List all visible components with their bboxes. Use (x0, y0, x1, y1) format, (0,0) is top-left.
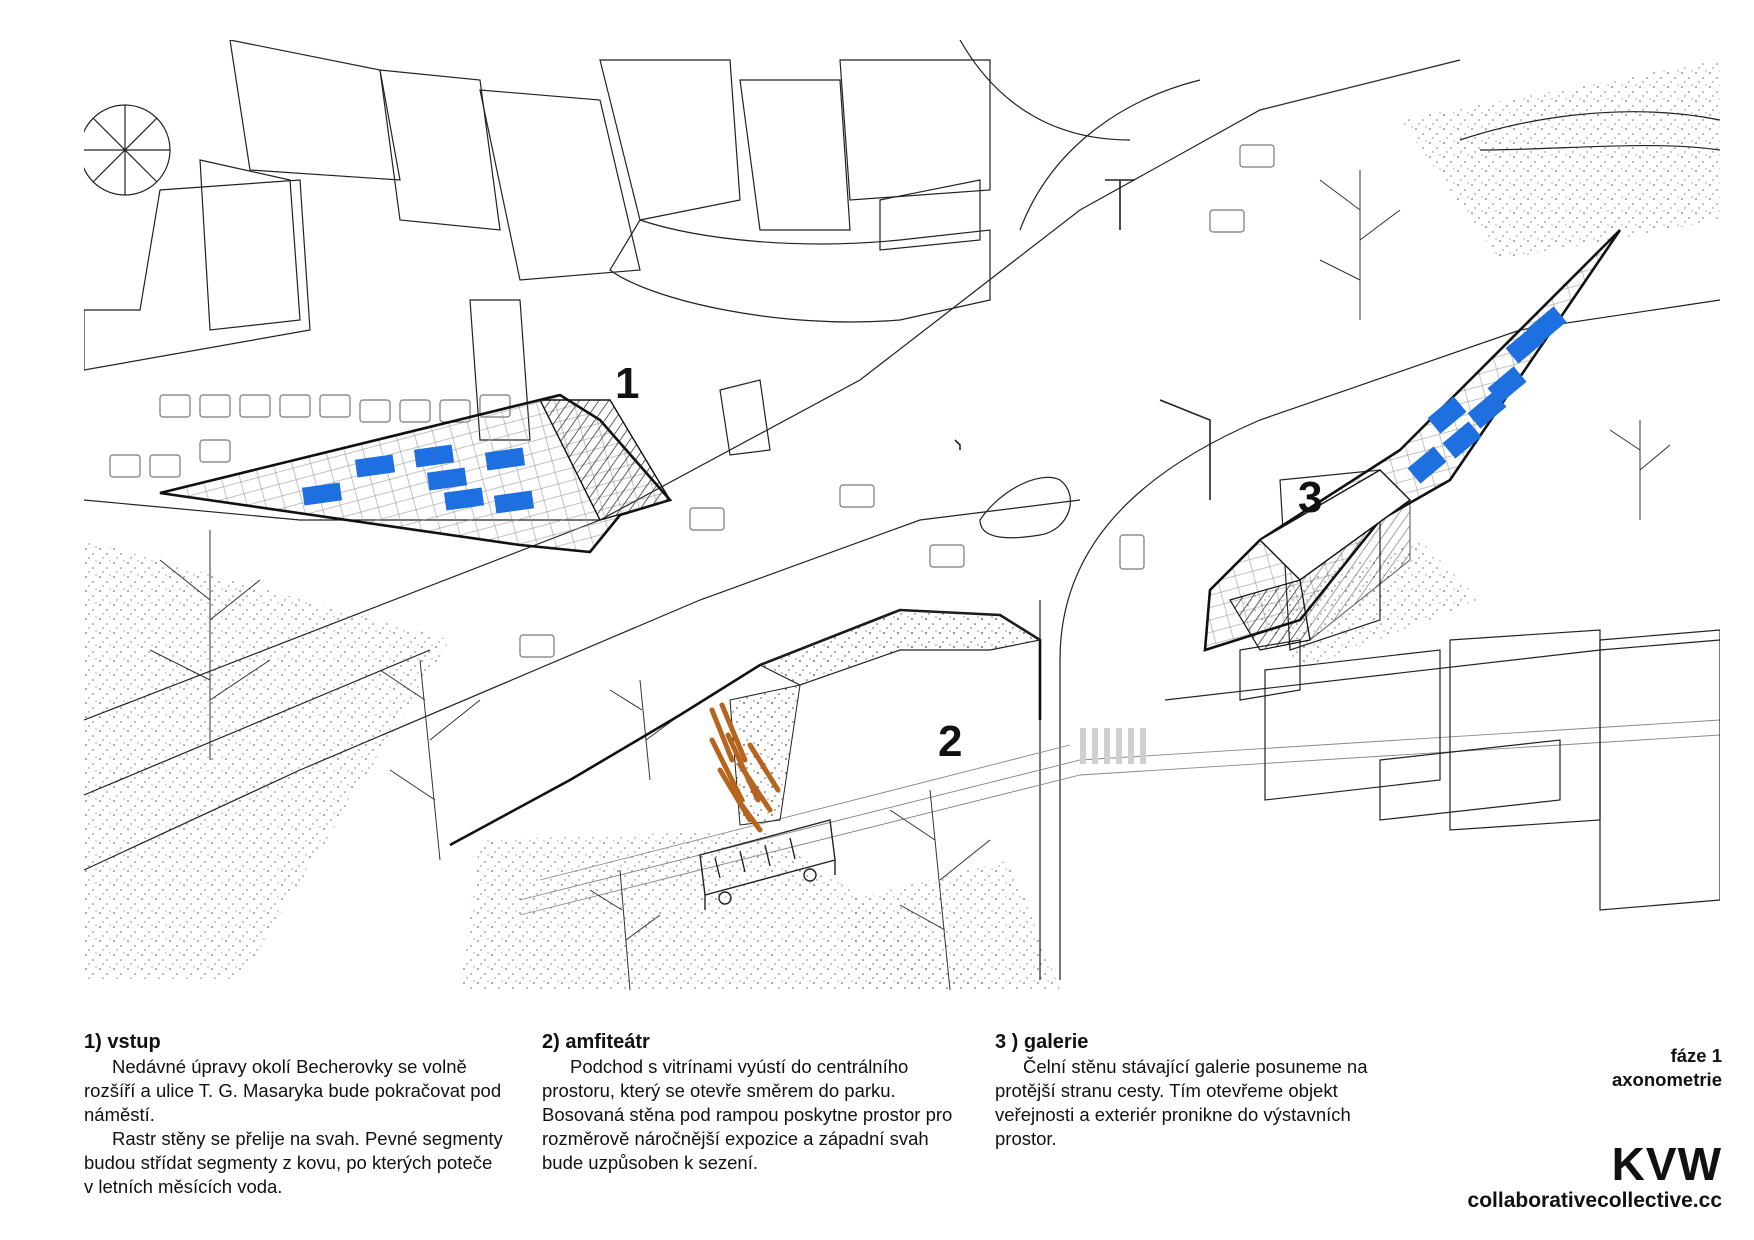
section-paragraph: Nedávné úpravy okolí Becherovky se volně… (84, 1056, 502, 1125)
pedestrian-crossing (1080, 728, 1146, 764)
glass-tiles-site-1 (301, 444, 535, 514)
section-paragraph: Čelní stěnu stávající galerie posuneme n… (995, 1056, 1368, 1149)
buildings (84, 40, 1720, 911)
marker-2: 2 (938, 717, 962, 766)
section-heading: 1) vstup (84, 1031, 161, 1053)
site-3-gallery (1203, 229, 1622, 652)
section-vstup: 1) vstup Nedávné úpravy okolí Becherovky… (84, 1030, 504, 1199)
parked-cars (109, 144, 1275, 658)
site-1-entrance (159, 393, 673, 554)
steel-slats-site-2 (709, 702, 781, 833)
trees (149, 170, 1671, 990)
bus (699, 819, 836, 910)
site-2-amphitheatre (449, 608, 1042, 847)
traffic-island (979, 476, 1071, 539)
brand-block: KVW collaborativecollective.cc (1468, 1140, 1722, 1214)
section-heading: 2) amfiteátr (542, 1031, 650, 1053)
axonometric-drawing: 1 2 3 (84, 40, 1720, 990)
marker-3: 3 (1298, 473, 1322, 522)
sheet-meta: fáze 1 axonometrie (1612, 1044, 1722, 1092)
section-amfiteatr: 2) amfiteátr Podchod s vitrínami vyústí … (542, 1030, 962, 1175)
street-lamps (954, 179, 1211, 500)
section-heading: 3 ) galerie (995, 1031, 1089, 1053)
brand-website: collaborativecollective.cc (1467, 1189, 1722, 1212)
glass-tiles-site-3 (1407, 306, 1567, 484)
brand-logo: KVW (1611, 1138, 1722, 1190)
marker-1: 1 (615, 359, 639, 408)
section-paragraph: Podchod s vitrínami vyústí do centrálníh… (542, 1056, 953, 1173)
phase-label: fáze 1 (1670, 1045, 1722, 1066)
section-galerie: 3 ) galerie Čelní stěnu stávající galeri… (995, 1030, 1395, 1151)
view-label: axonometrie (1611, 1069, 1722, 1090)
vegetation-areas (84, 60, 1720, 990)
section-paragraph: Rastr stěny se přelije na svah. Pevné se… (84, 1128, 503, 1197)
